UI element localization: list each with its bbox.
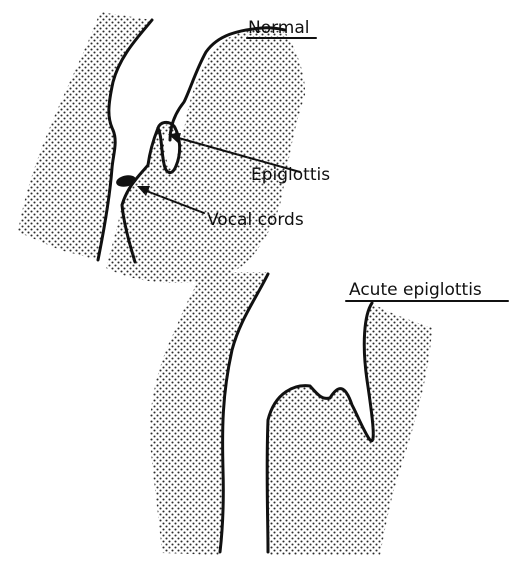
- normal-anterior-tissue: [106, 30, 305, 283]
- acute-posterior-wall-tissue: [150, 272, 268, 555]
- normal-diagram: Normal Epiglottis Vocal cords: [18, 12, 330, 283]
- normal-title: Normal: [248, 18, 310, 38]
- vocal-cords-label: Vocal cords: [207, 210, 304, 230]
- acute-anterior-tissue: [267, 303, 432, 555]
- acute-epiglottitis-diagram: Acute epiglottis: [150, 272, 508, 555]
- acute-title: Acute epiglottis: [349, 280, 482, 300]
- epiglottis-label: Epiglottis: [251, 165, 330, 185]
